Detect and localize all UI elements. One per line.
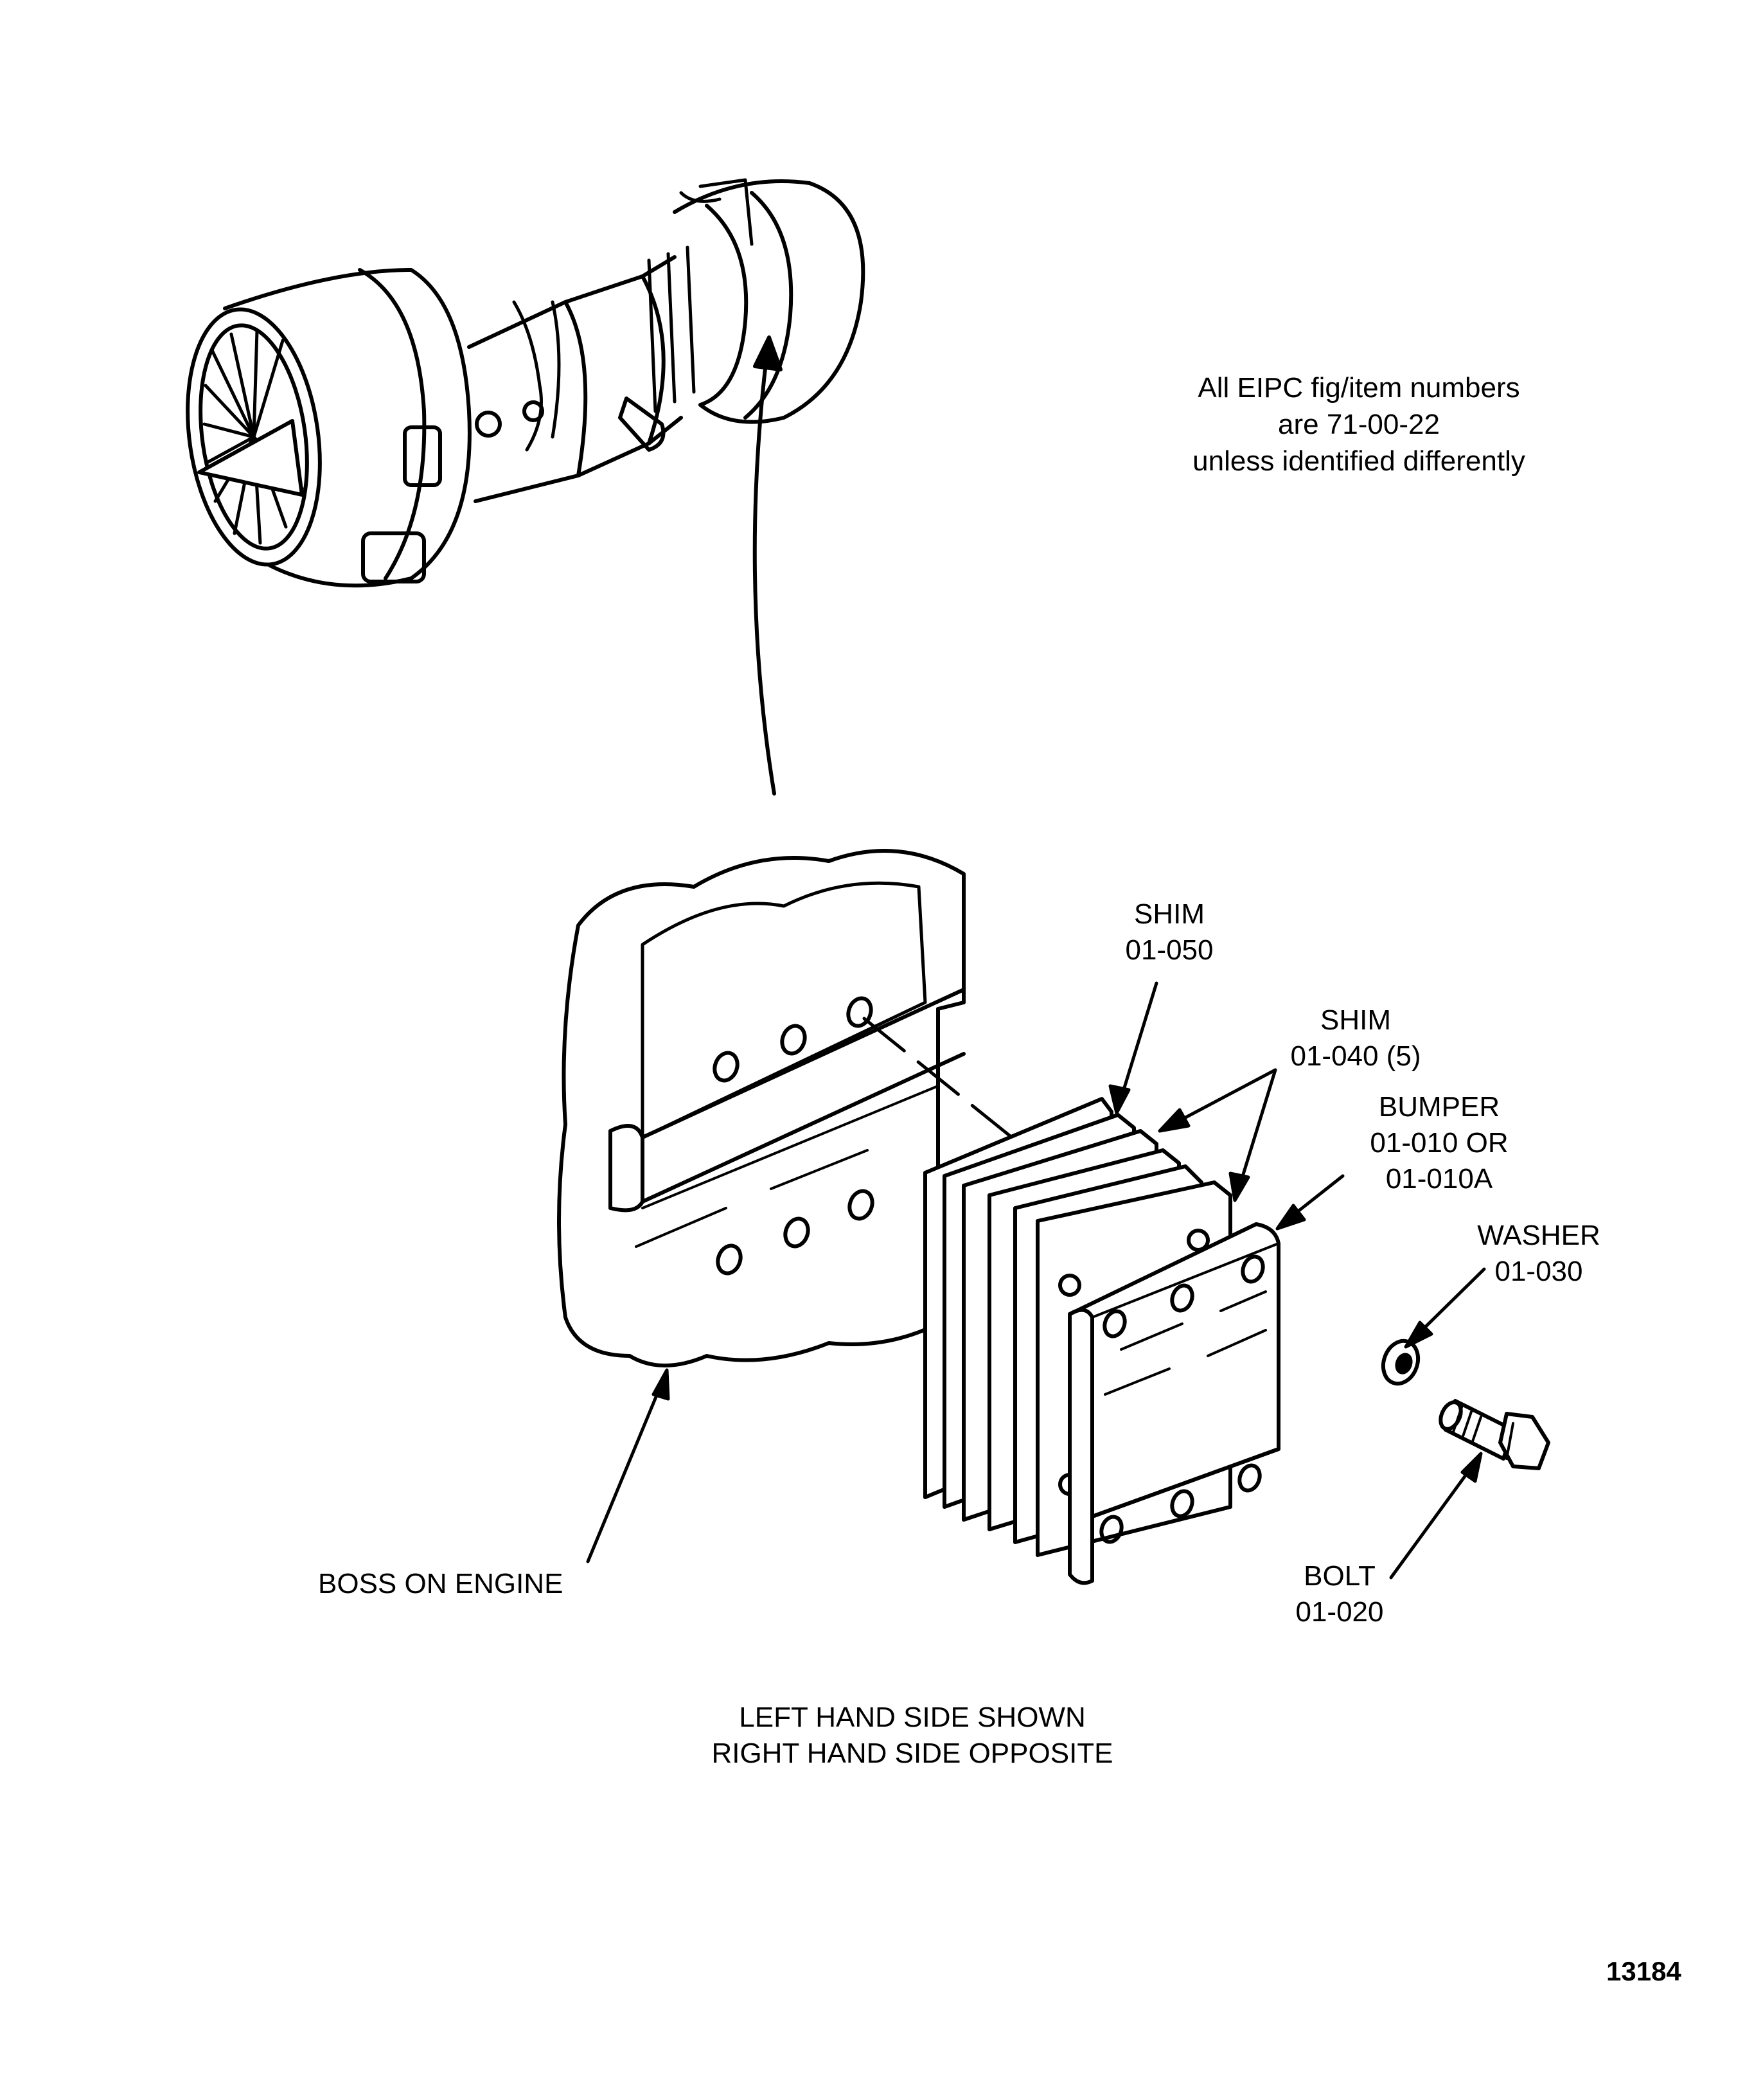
label-boss-on-engine: BOSS ON ENGINE	[318, 1568, 563, 1599]
engine-boss-panel	[557, 849, 966, 1367]
bolt-part	[1439, 1399, 1550, 1470]
engine-intake-inner	[199, 323, 309, 551]
location-arrow	[752, 335, 783, 796]
label-shim-040: SHIM 01-040 (5)	[1275, 1002, 1436, 1074]
label-shim-040-name: SHIM	[1320, 1004, 1391, 1036]
label-washer: WASHER 01-030	[1446, 1218, 1632, 1290]
label-bumper-part-1: 01-010 OR	[1370, 1127, 1509, 1159]
label-washer-part: 01-030	[1494, 1256, 1583, 1287]
figure-number: 13184	[1606, 1956, 1681, 1986]
eipc-note: All EIPC fig/item numbers are 71-00-22 u…	[1128, 369, 1590, 479]
leader-lines	[586, 981, 1486, 1579]
view-caption-line-2: RIGHT HAND SIDE OPPOSITE	[711, 1738, 1113, 1769]
engine-intake-ring	[186, 307, 322, 567]
view-caption-line-1: LEFT HAND SIDE SHOWN	[739, 1702, 1086, 1733]
boss-lower-holes	[716, 1189, 874, 1276]
engine-fan-case	[223, 268, 472, 588]
label-bolt-part: 01-020	[1295, 1596, 1384, 1628]
label-washer-name: WASHER	[1477, 1220, 1600, 1251]
view-caption: LEFT HAND SIDE SHOWN RIGHT HAND SIDE OPP…	[642, 1700, 1182, 1772]
engine-spinner-cone	[197, 419, 304, 497]
engine-illustration	[186, 178, 865, 588]
eipc-note-line-2: are 71-00-22	[1278, 409, 1440, 440]
engine-accessory-2	[361, 531, 426, 583]
engine-accessory-1	[403, 425, 442, 487]
label-shim-050-part: 01-050	[1125, 934, 1214, 966]
label-shim-050: SHIM 01-050	[1105, 896, 1234, 968]
engine-exhaust-case	[673, 179, 865, 424]
eipc-note-line-3: unless identified differently	[1192, 445, 1525, 477]
label-bolt-name: BOLT	[1304, 1560, 1376, 1592]
label-bolt: BOLT 01-020	[1275, 1558, 1404, 1630]
bumper-part	[1068, 1222, 1280, 1585]
label-bumper-part-2: 01-010A	[1385, 1163, 1493, 1195]
boss-upper-holes	[713, 996, 873, 1083]
label-shim-050-name: SHIM	[1134, 898, 1205, 930]
label-shim-040-part: 01-040 (5)	[1290, 1040, 1421, 1072]
washer-part	[1381, 1339, 1421, 1386]
eipc-note-line-1: All EIPC fig/item numbers	[1198, 372, 1520, 404]
label-bumper: BUMPER 01-010 OR 01-010A	[1346, 1089, 1532, 1197]
label-bumper-name: BUMPER	[1378, 1091, 1500, 1123]
